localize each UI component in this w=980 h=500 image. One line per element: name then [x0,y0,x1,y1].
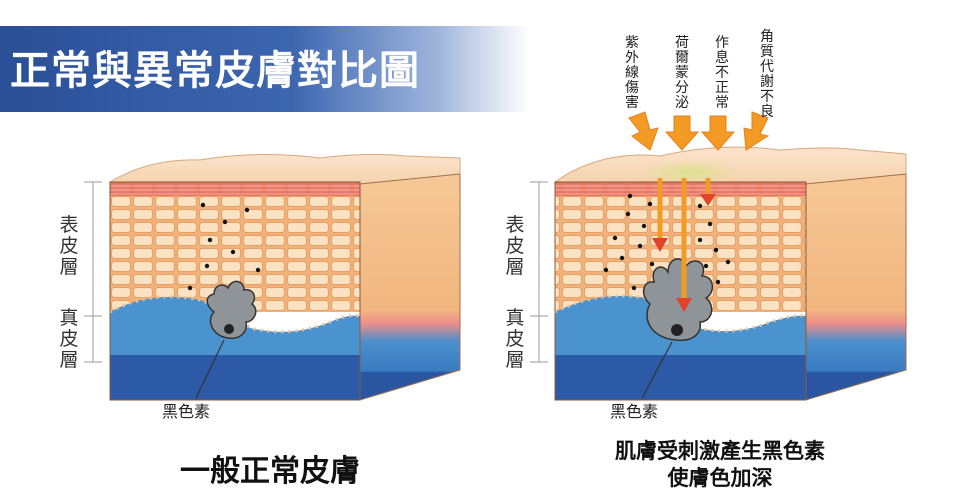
title-banner [0,26,530,112]
cause-hormone: 荷爾蒙分泌 [675,35,689,111]
cause-arrows [628,111,770,151]
caption-normal-skin: 一般正常皮膚 [180,454,360,489]
melanin-label-left: 黑色素 [162,402,211,421]
left-scale [84,181,102,363]
caption-abnormal-skin: 肌膚受刺激產生黑色素 使膚色加深 [570,438,870,492]
subcutaneous-layer [110,355,360,400]
normal-skin-block [108,153,461,401]
cause-irregular-routine: 作息不正常 [715,35,729,111]
melanin-label-right: 黑色素 [610,402,659,421]
dark-spot [642,160,738,184]
stimulus-arrows-inner [652,178,716,312]
label-epidermis-left: 表皮層 [59,214,79,278]
label-dermis-left: 真皮層 [59,307,79,371]
melanin-pointer-left [195,339,225,399]
subcutaneous-layer [555,355,806,400]
cause-uv-damage: 紫外線傷害 [625,35,639,111]
caption-abnormal-line1: 肌膚受刺激產生黑色素 [615,439,825,463]
melanocyte-normal [206,280,257,340]
cause-keratin-metabolism: 角質代謝不良 [760,29,774,120]
label-dermis-right: 真皮層 [505,307,525,371]
caption-abnormal-line2: 使膚色加深 [667,466,773,490]
abnormal-skin-block [553,111,907,401]
label-epidermis-right: 表皮層 [505,214,525,278]
right-scale [530,181,548,363]
melanin-pointer-right [641,341,673,399]
page-title: 正常與異常皮膚對比圖 [10,48,420,94]
